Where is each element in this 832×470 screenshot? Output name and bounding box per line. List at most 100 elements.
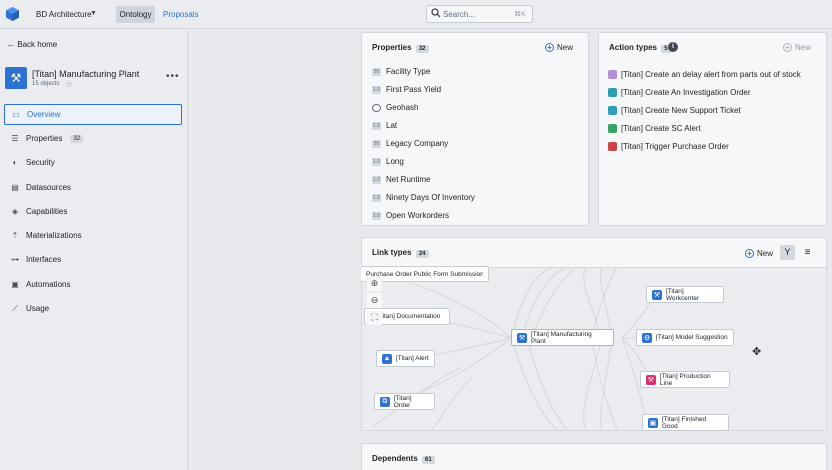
action-label: [Titan] Create New Support Ticket (621, 106, 741, 115)
arrow-left-icon: ← (7, 40, 15, 49)
sidebar-item-security[interactable]: ◐ Security (4, 152, 182, 173)
action-row[interactable]: [Titan] Create New Support Ticket (608, 106, 741, 115)
zoom-in-icon[interactable]: ⊕ (367, 276, 382, 291)
graph-node-manufacturing-plant[interactable]: ⚒[Titan] Manufacturing Plant (511, 329, 614, 346)
object-count: 15 objects (32, 81, 60, 87)
action-types-panel-title: Action types 5 (609, 43, 671, 53)
graph-node-finished-good[interactable]: ▣[Titan] Finished Good (642, 414, 729, 431)
search-shortcut: ⌘K (514, 11, 526, 18)
search-placeholder: Search... (443, 10, 476, 19)
database-icon: ▤ (11, 183, 19, 192)
property-label: Lat (386, 121, 398, 130)
graph-node-alert[interactable]: ▲[Titan] Alert (376, 350, 435, 367)
property-row[interactable]: 1.0 Net Runtime (372, 175, 430, 184)
action-row[interactable]: [Titan] Create SC Alert (608, 124, 701, 133)
graph-node-production-line[interactable]: ⚒[Titan] Production Line (640, 371, 730, 388)
export-icon: ⇡ (11, 231, 19, 240)
sidebar-item-usage[interactable]: ⟋Usage (4, 298, 182, 319)
graph-node-purchase-order[interactable]: Purchase Order Public Form Submissions (361, 266, 489, 282)
graph-node-workcenter[interactable]: ⚒[Titan] Workcenter (646, 286, 724, 303)
zoom-out-icon[interactable]: ⊖ (367, 293, 382, 308)
sidebar-item-label: Materializations (26, 231, 82, 240)
number-type-icon: 1.0 (372, 193, 381, 202)
action-types-panel (598, 32, 827, 226)
number-type-icon: 1.0 (372, 175, 381, 184)
sidebar-item-materializations[interactable]: ⇡ Materializations (4, 225, 182, 246)
property-label: Net Runtime (386, 175, 431, 184)
model-icon: ⚙ (642, 332, 652, 343)
sidebar-item-label: Datasources (26, 183, 71, 192)
action-icon (608, 106, 617, 115)
back-home-link[interactable]: ← Back home (7, 40, 57, 49)
new-property-button[interactable]: +New (545, 43, 573, 52)
node-label: Purchase Order Public Form Submissions (366, 270, 483, 278)
sidebar-item-interfaces[interactable]: ⊶Interfaces (4, 249, 182, 270)
count-badge: 32 (70, 134, 84, 143)
action-icon (608, 124, 617, 133)
dependents-panel-title: Dependents 61 (372, 454, 435, 464)
breadcrumb[interactable]: BD Architecture (36, 10, 92, 19)
action-icon (608, 88, 617, 97)
action-label: [Titan] Trigger Purchase Order (621, 142, 729, 151)
info-icon[interactable]: i (668, 42, 678, 52)
action-row[interactable]: [Titan] Create An Investigation Order (608, 88, 751, 97)
action-row[interactable]: [Titan] Create an delay alert from parts… (608, 70, 801, 79)
node-label: [Titan] Workcenter (665, 287, 699, 302)
property-label: Legacy Company (386, 139, 449, 148)
chevron-down-icon[interactable]: ▼ (90, 10, 97, 17)
graph-view-icon[interactable]: Y (780, 245, 795, 260)
sidebar-item-overview[interactable]: ▭Overview (4, 104, 182, 125)
graph-node-order[interactable]: ⧉[Titan] Order (374, 393, 435, 410)
action-row[interactable]: [Titan] Trigger Purchase Order (608, 142, 729, 151)
sidebar-item-label: Interfaces (26, 255, 62, 264)
sidebar-item-datasources[interactable]: ▤ Datasources (4, 177, 182, 198)
new-action-button[interactable]: +New (783, 43, 811, 52)
plus-icon: + (745, 249, 754, 258)
property-row[interactable]: 1.0 Long (372, 157, 404, 166)
star-icon[interactable]: ☆ (65, 79, 74, 89)
graph-node-model-suggestion[interactable]: ⚙[Titan] Model Suggestion (636, 329, 734, 346)
tab-ontology[interactable]: Ontology (116, 6, 155, 23)
hammer-icon: ⚒ (646, 374, 656, 385)
string-type-icon: 99 (372, 139, 381, 148)
order-icon: ⧉ (380, 396, 390, 407)
sidebar-item-label: Automations (26, 280, 71, 289)
tab-proposals[interactable]: Proposals (163, 10, 199, 19)
list-view-icon[interactable]: ≡ (804, 247, 811, 258)
property-row[interactable]: Geohash (372, 103, 418, 112)
warning-icon: ▲ (382, 353, 392, 364)
action-label: [Titan] Create SC Alert (621, 124, 701, 133)
count-badge: 32 (415, 45, 429, 53)
action-label: [Titan] Create an delay alert from parts… (621, 70, 801, 79)
property-label: Long (386, 157, 404, 166)
app-logo-icon[interactable] (6, 7, 19, 21)
sidebar-item-label: Security (26, 158, 55, 167)
node-label: [Titan] Production Line (659, 372, 711, 387)
sidebar-item-label: Overview (27, 110, 61, 119)
box-icon: ▣ (648, 417, 658, 428)
action-icon (608, 142, 617, 151)
sidebar-item-capabilities[interactable]: ◈Capabilities (4, 201, 182, 222)
back-home-label: Back home (17, 40, 58, 49)
plus-icon: + (545, 43, 554, 52)
dependents-panel (361, 443, 827, 470)
move-cursor-icon: ✥ (752, 346, 762, 358)
search-input[interactable] (426, 5, 533, 23)
more-options-icon[interactable]: ••• (166, 71, 180, 82)
sidebar-item-automations[interactable]: ▣Automations (4, 274, 182, 295)
property-row[interactable]: 99 Legacy Company (372, 139, 448, 148)
shield-icon: ◐ (12, 158, 18, 167)
wrench-icon: ⚒ (652, 289, 662, 300)
fit-view-icon[interactable]: ⛶ (367, 310, 382, 325)
factory-icon: ⚒ (517, 332, 527, 343)
layers-icon: ◈ (11, 207, 19, 216)
new-link-button[interactable]: +New (745, 249, 773, 258)
number-type-icon: 1.0 (372, 157, 381, 166)
number-type-icon: 1.0 (372, 211, 381, 220)
